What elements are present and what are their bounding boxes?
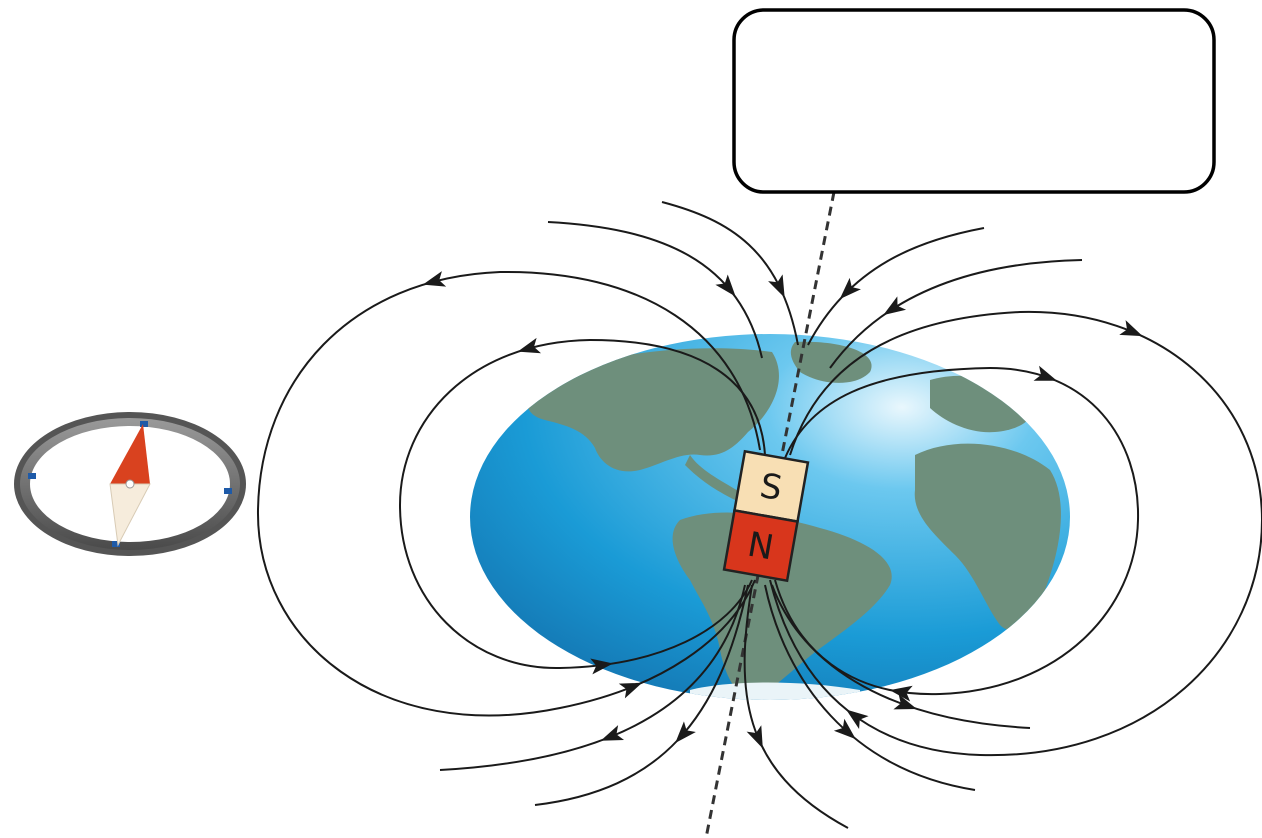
field-line <box>774 366 1140 696</box>
callout-box <box>732 8 1216 194</box>
field-line <box>743 584 849 829</box>
field-line <box>764 584 976 791</box>
field-line-arrowhead <box>833 718 856 740</box>
compass-marker-right <box>224 488 232 494</box>
field-line <box>807 227 985 346</box>
continent-africa <box>914 443 1061 631</box>
field-line-arrows <box>422 271 1143 749</box>
magnetic-field-lines <box>256 201 1262 829</box>
field-line-arrowhead <box>768 274 785 298</box>
field-line-arrowhead <box>746 725 763 749</box>
field-line <box>829 259 1083 369</box>
field-line-arrowhead <box>618 682 643 699</box>
field-line-arrowhead <box>675 721 696 744</box>
field-line-arrowhead <box>893 694 917 710</box>
field-line <box>256 270 761 717</box>
field-line <box>771 584 1031 729</box>
continent-north-america <box>527 348 779 472</box>
field-line-arrowhead <box>1119 320 1143 337</box>
field-line <box>661 201 799 346</box>
field-line-arrowhead <box>422 271 447 287</box>
continent-greenland <box>790 341 872 383</box>
magnet-north-pole <box>722 508 799 583</box>
bar-magnet: S N <box>722 449 810 583</box>
compass-needle-north <box>110 424 150 484</box>
compass-marker-top <box>140 421 148 427</box>
field-line-arrowhead <box>839 277 861 300</box>
field-line-arrowhead <box>715 274 736 297</box>
field-line-arrowhead <box>889 685 913 702</box>
field-line-arrowhead <box>517 337 542 354</box>
compass <box>14 412 246 556</box>
field-line-arrowhead <box>1033 365 1057 381</box>
magnetic-axis-dashed-line <box>704 191 836 838</box>
field-line-arrowhead <box>600 725 625 741</box>
field-line-arrowhead <box>590 658 614 675</box>
continent-antarctica <box>690 682 860 700</box>
field-line <box>547 221 763 359</box>
field-line <box>439 584 746 771</box>
field-line-arrowhead <box>846 709 869 729</box>
compass-marker-bottom <box>112 541 120 547</box>
field-line-arrowhead <box>883 296 907 316</box>
compass-pivot <box>125 479 135 489</box>
continent-central-america <box>685 455 740 500</box>
compass-marker-left <box>28 473 36 479</box>
callout-box-frame <box>732 8 1216 194</box>
field-line <box>398 338 766 670</box>
